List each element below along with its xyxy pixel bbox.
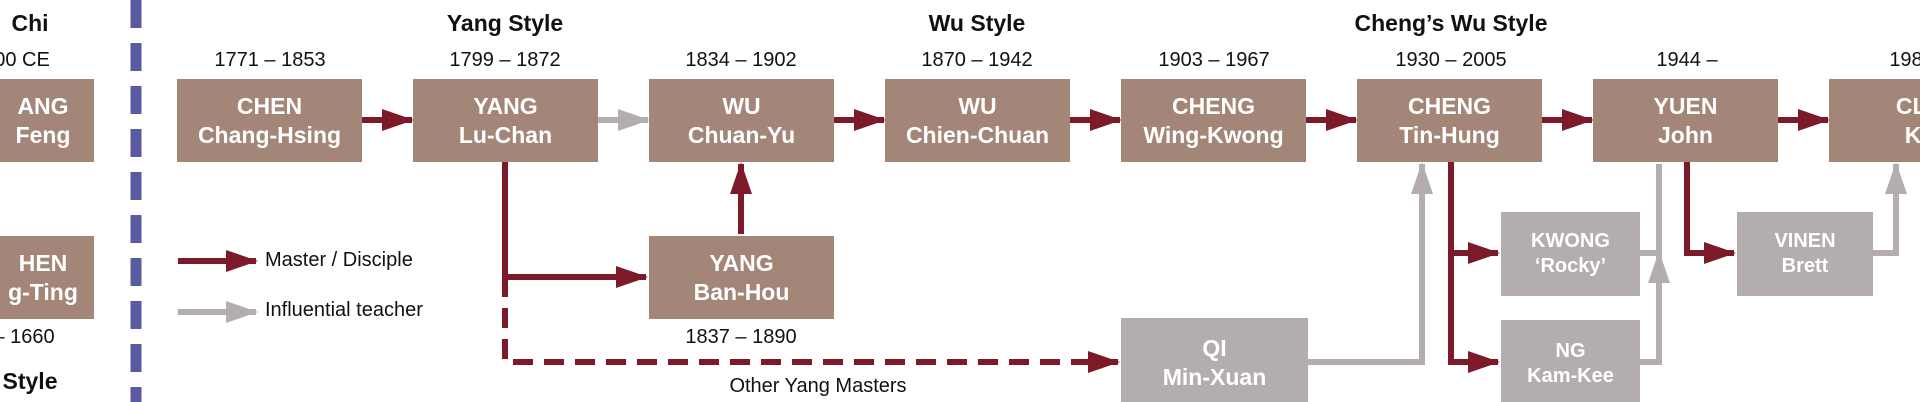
node-vinen-brett-line1: VINEN bbox=[1774, 230, 1836, 252]
date-yuen-john: 1944 – bbox=[1656, 49, 1718, 71]
date-cheng-wing-kwong: 1903 – 1967 bbox=[1158, 49, 1270, 71]
date-yang-lu-chan: 1799 – 1872 bbox=[449, 49, 561, 71]
style-header-chengs-wu: Cheng’s Wu Style bbox=[1354, 10, 1548, 36]
style-header-yang: Yang Style bbox=[446, 10, 564, 36]
node-yuen-john-line2: John bbox=[1658, 121, 1713, 148]
node-yang-lu-chan-line2: Lu-Chan bbox=[458, 121, 553, 148]
date-chen-chang-hsing: 1771 – 1853 bbox=[214, 49, 326, 71]
node-yuen-john: YUEN John bbox=[1593, 79, 1778, 162]
node-zhang-partial: ANG Feng bbox=[0, 79, 94, 162]
node-cheng-tin-hung-line2: Tin-Hung bbox=[1399, 121, 1500, 148]
node-yang-lu-chan: YANG Lu-Chan bbox=[413, 79, 598, 162]
date-yang-ban-hou: 1837 – 1890 bbox=[685, 326, 797, 348]
node-wu-chuan-yu-line2: Chuan-Yu bbox=[687, 121, 796, 148]
node-zhang-line1: ANG bbox=[17, 92, 69, 119]
legend-influential-teacher-label: Influential teacher bbox=[265, 299, 423, 321]
node-cheng-tin-hung: CHENG Tin-Hung bbox=[1357, 79, 1542, 162]
date-chen-wang-ting: – 1660 bbox=[0, 326, 55, 348]
node-vinen-brett: VINEN Brett bbox=[1737, 212, 1873, 296]
node-chen-wang-ting-line1: HEN bbox=[18, 249, 68, 276]
legend-master-disciple-label: Master / Disciple bbox=[265, 249, 413, 271]
date-clark: 198 bbox=[1889, 49, 1920, 71]
node-clark-line2: Ka bbox=[1904, 121, 1920, 148]
arrow-vinen-to-clark bbox=[1873, 162, 1907, 256]
date-wu-chien-chuan: 1870 – 1942 bbox=[921, 49, 1033, 71]
arrow-kwong-ng-to-yuen bbox=[1640, 164, 1659, 365]
node-yang-ban-hou-line2: Ban-Hou bbox=[693, 278, 790, 305]
node-wu-chuan-yu-line1: WU bbox=[722, 92, 761, 119]
date-wu-chuan-yu: 1834 – 1902 bbox=[685, 49, 797, 71]
node-wu-chuan-yu: WU Chuan-Yu bbox=[649, 79, 834, 162]
style-header-left-bottom: Style bbox=[2, 368, 58, 394]
arrow-tin-hung-to-kwong bbox=[1448, 162, 1500, 264]
date-zhang: 00 CE bbox=[0, 49, 50, 71]
date-cheng-tin-hung: 1930 – 2005 bbox=[1395, 49, 1507, 71]
node-cheng-wing-kwong-line1: CHENG bbox=[1171, 92, 1256, 119]
node-cheng-wing-kwong-line2: Wing-Kwong bbox=[1143, 121, 1284, 148]
node-vinen-brett-line2: Brett bbox=[1781, 255, 1829, 277]
node-yang-ban-hou-line1: YANG bbox=[709, 249, 774, 276]
node-chen-chang-hsing-line2: Chang-Hsing bbox=[197, 121, 342, 148]
arrow-qi-to-tin-hung bbox=[1308, 162, 1433, 365]
node-wu-chien-chuan-line1: WU bbox=[958, 92, 997, 119]
node-clark-line1: CLA bbox=[1895, 92, 1920, 119]
node-yang-ban-hou: YANG Ban-Hou bbox=[649, 236, 834, 319]
node-kwong-rocky-line1: KWONG bbox=[1531, 230, 1610, 252]
node-qi-min-xuan-line2: Min-Xuan bbox=[1162, 364, 1267, 390]
arrow-tin-hung-to-ng bbox=[1448, 253, 1500, 373]
node-clark-partial: CLA Ka bbox=[1829, 79, 1920, 162]
node-yuen-john-line1: YUEN bbox=[1653, 92, 1718, 119]
node-zhang-line2: Feng bbox=[15, 121, 71, 148]
node-chen-wang-ting-partial: HEN g-Ting bbox=[0, 236, 94, 319]
node-kwong-rocky-line2: ‘Rocky’ bbox=[1534, 255, 1607, 277]
arrow-yang-lu-chan-to-ban-hou bbox=[502, 162, 648, 288]
node-yang-lu-chan-line1: YANG bbox=[473, 92, 538, 119]
other-yang-masters-label: Other Yang Masters bbox=[729, 375, 907, 397]
node-wu-chien-chuan: WU Chien-Chuan bbox=[885, 79, 1070, 162]
style-header-tai-chi: Chi bbox=[11, 10, 49, 36]
node-chen-chang-hsing-line1: CHEN bbox=[236, 92, 303, 119]
node-chen-wang-ting-line2: g-Ting bbox=[8, 278, 78, 305]
node-wu-chien-chuan-line2: Chien-Chuan bbox=[905, 121, 1050, 148]
node-kwong-rocky: KWONG ‘Rocky’ bbox=[1501, 212, 1640, 296]
node-chen-chang-hsing: CHEN Chang-Hsing bbox=[177, 79, 362, 162]
node-qi-min-xuan-line1: QI bbox=[1202, 335, 1227, 361]
node-cheng-tin-hung-line1: CHENG bbox=[1407, 92, 1492, 119]
node-qi-min-xuan: QI Min-Xuan bbox=[1121, 318, 1308, 402]
node-ng-kam-kee: NG Kam-Kee bbox=[1501, 320, 1640, 402]
node-ng-kam-kee-line1: NG bbox=[1555, 340, 1586, 362]
arrow-yuen-to-vinen bbox=[1684, 162, 1736, 264]
style-header-wu: Wu Style bbox=[928, 10, 1026, 36]
node-ng-kam-kee-line2: Kam-Kee bbox=[1527, 365, 1614, 387]
node-cheng-wing-kwong: CHENG Wing-Kwong bbox=[1121, 79, 1306, 162]
